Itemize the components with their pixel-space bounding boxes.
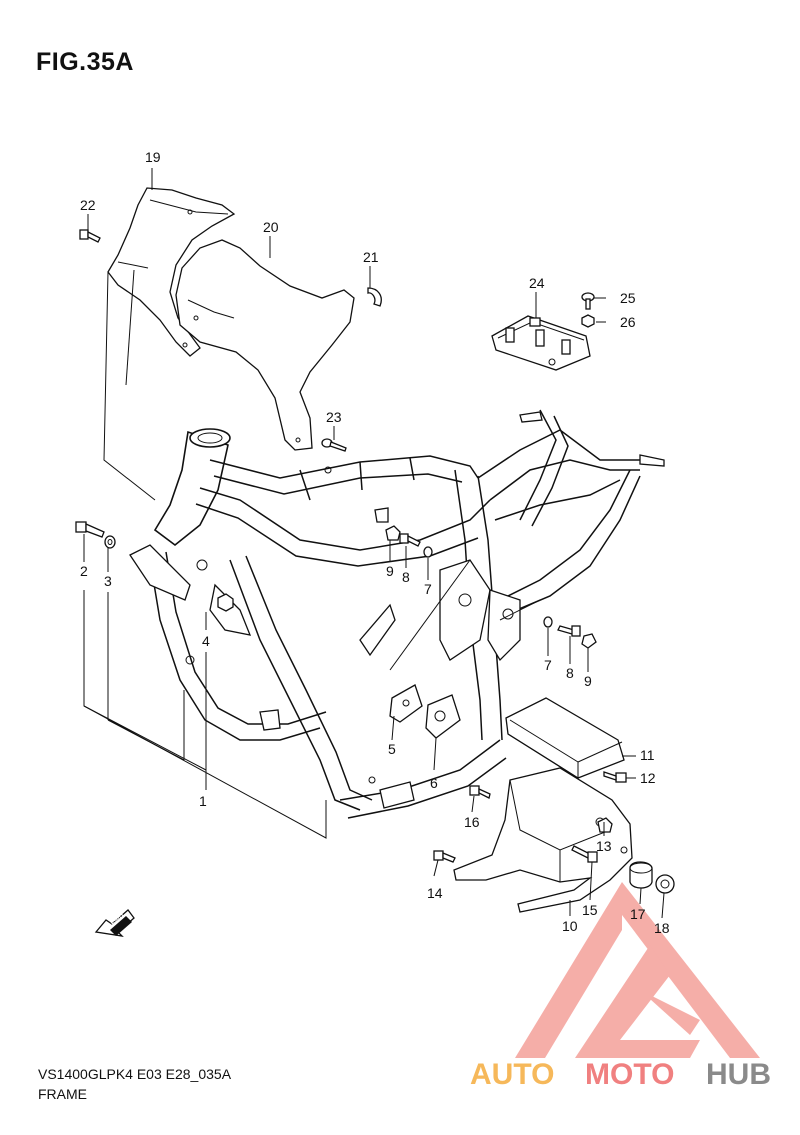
part-14-bolt	[433, 850, 456, 863]
part-label-1: 1	[199, 793, 207, 809]
part-23-screw	[321, 438, 347, 452]
model-code: VS1400GLPK4 E03 E28_035A	[38, 1066, 232, 1082]
part-label-16: 16	[464, 814, 480, 830]
part-15-bolt	[571, 845, 598, 863]
forward-arrow-icon: FWD	[94, 909, 135, 937]
part-label-26: 26	[620, 314, 636, 330]
part-label-13: 13	[596, 838, 612, 854]
part-8-bolt-lower	[557, 625, 581, 637]
part-4-nut	[217, 593, 234, 612]
watermark-hub: HUB	[706, 1058, 771, 1091]
part-22-bolt	[79, 229, 101, 243]
part-9-cap-upper	[385, 525, 401, 541]
part-label-5: 5	[388, 741, 396, 757]
part-label-6: 6	[430, 775, 438, 791]
part-26-nut	[581, 314, 595, 328]
watermark-logo	[515, 882, 760, 1058]
part-label-8-upper: 8	[402, 569, 410, 585]
part-3-washer	[104, 535, 116, 549]
figure-title: FIG.35A	[36, 48, 134, 76]
part-label-17: 17	[630, 906, 646, 922]
leader-lines	[83, 168, 665, 919]
part-label-7-upper: 7	[424, 581, 432, 597]
part-label-8-lower: 8	[566, 665, 574, 681]
part-24-bracket	[491, 315, 591, 371]
watermark-moto: MOTO	[585, 1058, 674, 1091]
part-7-washer-upper	[423, 546, 433, 558]
part-21-clip	[367, 287, 382, 307]
part-label-9-upper: 9	[386, 563, 394, 579]
part-17-cushion	[629, 861, 653, 889]
part-label-14: 14	[427, 885, 443, 901]
watermark-text: AUTO MOTO HUB	[470, 1058, 771, 1091]
part-16-bolt	[469, 785, 491, 799]
part-19-upper-cover	[107, 187, 236, 357]
part-12-bolt	[603, 771, 627, 783]
part-11-battery-case	[505, 697, 625, 779]
part-label-10: 10	[562, 918, 578, 934]
part-label-25: 25	[620, 290, 636, 306]
section-name: FRAME	[38, 1086, 87, 1102]
part-label-3: 3	[104, 573, 112, 589]
part-20-frame-cover	[175, 239, 355, 451]
part-labels: 19 20 21 22 23 24 25 26 2 3 4 1 9 8 7 5 …	[80, 149, 670, 936]
part-5-plate	[389, 684, 423, 723]
watermark-auto: AUTO	[470, 1058, 554, 1091]
part-13-nut	[597, 817, 613, 833]
part-label-12: 12	[640, 770, 656, 786]
part-label-19: 19	[145, 149, 161, 165]
part-6-mount	[425, 694, 461, 739]
part-2-bolt	[75, 521, 105, 538]
part-label-2: 2	[80, 563, 88, 579]
part-label-18: 18	[654, 920, 670, 936]
part-label-4: 4	[202, 633, 210, 649]
part-label-23: 23	[326, 409, 342, 425]
part-label-20: 20	[263, 219, 279, 235]
part-8-bolt-upper	[399, 533, 421, 547]
part-label-9-lower: 9	[584, 673, 592, 689]
part-10-battery-bracket	[453, 767, 633, 913]
part-18-collar	[655, 874, 675, 894]
part-label-11: 11	[640, 747, 655, 763]
part-label-7-lower: 7	[544, 657, 552, 673]
part-9-cap-lower	[581, 633, 597, 649]
part-25-screw	[581, 292, 595, 310]
part-label-21: 21	[363, 249, 379, 265]
part-1-main-frame	[129, 409, 665, 819]
part-label-15: 15	[582, 902, 598, 918]
part-label-24: 24	[529, 275, 545, 291]
part-label-22: 22	[80, 197, 96, 213]
part-7-washer-lower	[543, 616, 553, 628]
